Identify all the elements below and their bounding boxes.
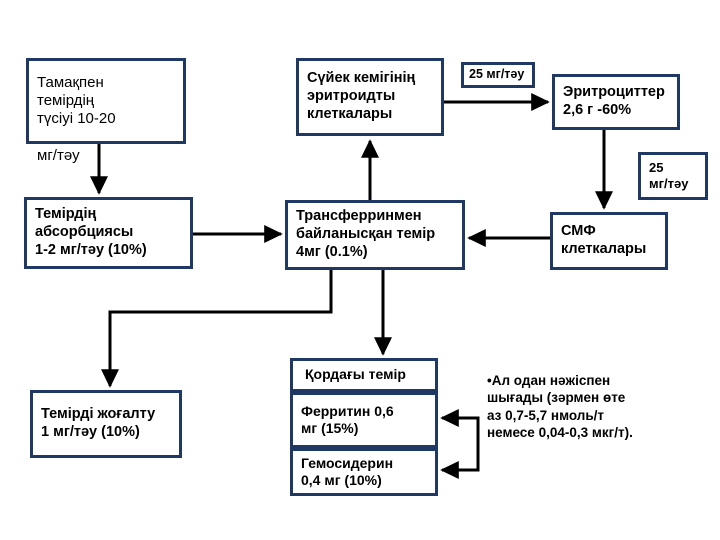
marrow-line-2: эритроидты (307, 88, 396, 105)
smf-line-2: клеткалары (561, 241, 647, 257)
erythrocytes-line-1: Эритроциттер (563, 84, 665, 101)
intake-line-3: түсіуі 10-20 (37, 110, 116, 128)
arrow-store-to-ferritin (440, 409, 480, 470)
node-dietary-iron-intake[interactable]: Тамақпен темірдің түсіуі 10-20 мг/тәу (26, 58, 186, 164)
node-iron-absorption[interactable]: Темірдің абсорбциясы 1-2 мг/тәу (10%) (24, 197, 193, 269)
ferritin-line-1: Ферритин 0,6 (301, 402, 394, 419)
node-iron-store-header[interactable]: Қордағы темір (290, 358, 438, 392)
intake-line-1: Тамақпен (37, 73, 104, 91)
loss-line-2: 1 мг/тәу (10%) (41, 424, 140, 440)
erythrocytes-line-2: 2,6 г -60% (563, 102, 632, 118)
store-line-1: Қордағы темір (305, 366, 406, 383)
transferrin-line-1: Трансферринмен (296, 208, 422, 225)
transferrin-line-3: 4мг (0.1%) (296, 243, 368, 260)
label25a-line-1: 25 мг/тәу (469, 67, 525, 82)
node-erythrocytes[interactable]: Эритроциттер 2,6 г -60% (552, 74, 680, 130)
absorption-line-2: абсорбциясы (35, 224, 134, 241)
hemosiderin-line-1: Гемосидерин (301, 454, 394, 471)
node-smf-cells[interactable]: СМФ клеткалары (550, 212, 668, 270)
marrow-line-3: клеткалары (307, 105, 393, 122)
label25b-line-1: 25 (649, 160, 664, 176)
node-hemosiderin[interactable]: Гемосидерин 0,4 мг (10%) (290, 448, 438, 496)
loss-line-1: Темірді жоғалту (41, 406, 156, 423)
node-iron-loss[interactable]: Темірді жоғалту 1 мг/тәу (10%) (30, 390, 182, 458)
marrow-line-1: Сүйек кемігінің (307, 70, 416, 87)
node-ferritin[interactable]: Ферритин 0,6 мг (15%) (290, 392, 438, 448)
node-bone-marrow-erythroid-cells[interactable]: Сүйек кемігінің эритроидты клеткалары (296, 58, 444, 136)
excretion-note: •Ал одан нәжіспен шығады (зәрмен өте аз … (487, 372, 697, 441)
absorption-line-1: Темірдің (35, 206, 97, 223)
note-line-3: аз 0,7-5,7 нмоль/т (487, 407, 605, 423)
intake-overflow-line: мг/тәу (37, 147, 80, 164)
label-25-mg-per-day-marrow: 25 мг/тәу (461, 62, 535, 88)
note-line-2: шығады (зәрмен өте (487, 390, 626, 406)
label-25-mg-per-day-smf: 25 мг/тәу (638, 152, 708, 200)
label25b-line-2: мг/тәу (649, 176, 689, 191)
intake-line-2: темірдің (37, 91, 95, 109)
arrow-store-to-hemosiderin (440, 418, 480, 479)
hemosiderin-line-2: 0,4 мг (10%) (301, 472, 382, 488)
transferrin-line-2: байланысқан темір (296, 226, 436, 243)
ferritin-line-2: мг (15%) (301, 420, 359, 436)
note-line-4: немесе 0,04-0,3 мкг/т). (487, 424, 633, 440)
smf-line-1: СМФ (561, 223, 596, 240)
note-line-1: •Ал одан нәжіспен (487, 373, 611, 388)
node-transferrin-bound-iron[interactable]: Трансферринмен байланысқан темір 4мг (0.… (285, 200, 465, 270)
arrow-transferrin-to-loss (101, 270, 333, 388)
absorption-line-3: 1-2 мг/тәу (10%) (35, 241, 147, 258)
